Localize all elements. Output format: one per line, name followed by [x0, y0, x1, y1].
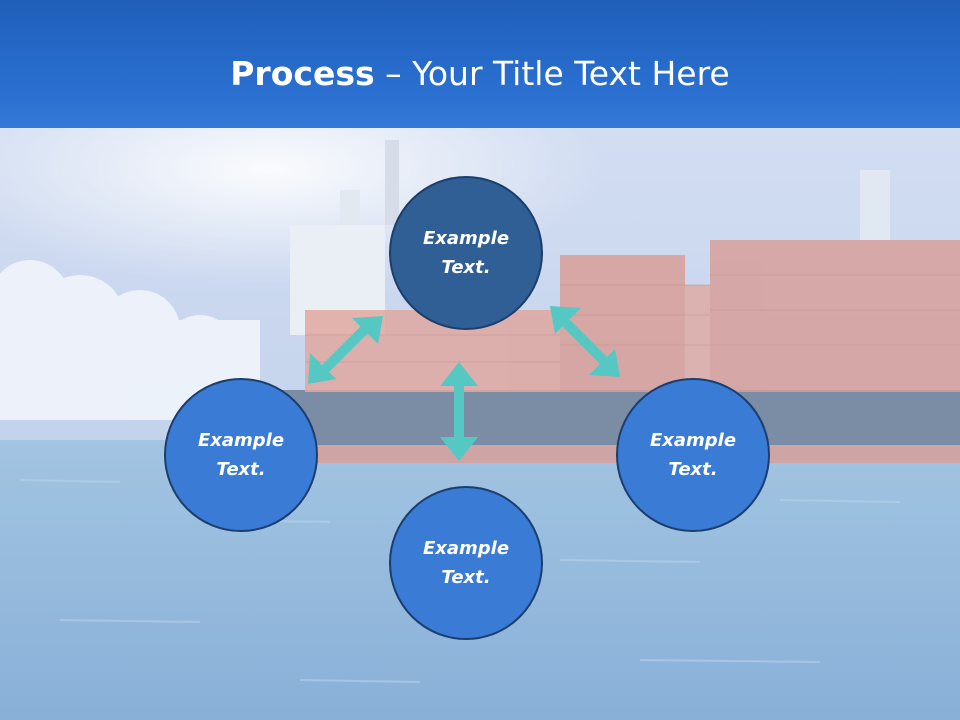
title-bar [0, 0, 960, 128]
node-bottom-label: Example Text. [422, 538, 510, 588]
arrow-top-right [550, 306, 620, 377]
arrow-top-left [308, 316, 383, 384]
node-left-label: Example Text. [197, 430, 285, 480]
process-node-left: Example Text. [164, 378, 318, 532]
process-node-top: Example Text. [389, 176, 543, 330]
slide-title: Process – Your Title Text Here [0, 52, 960, 96]
arrow-vertical [440, 362, 478, 461]
node-top-label: Example Text. [422, 228, 510, 278]
node-right-label: Example Text. [649, 430, 737, 480]
process-node-bottom: Example Text. [389, 486, 543, 640]
title-rest: – Your Title Text Here [374, 54, 730, 93]
title-bold: Process [230, 54, 375, 93]
process-node-right: Example Text. [616, 378, 770, 532]
